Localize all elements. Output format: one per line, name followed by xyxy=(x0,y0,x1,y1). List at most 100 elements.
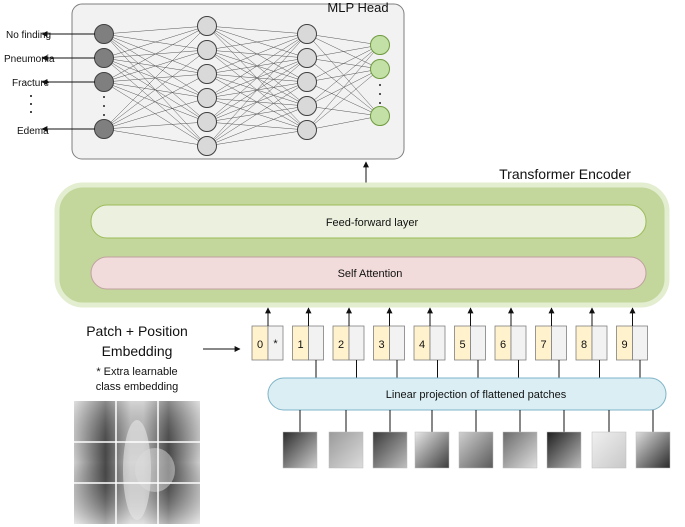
output-neuron xyxy=(94,24,114,44)
ellipsis-dot xyxy=(379,93,381,95)
token-9: 9 xyxy=(616,307,648,378)
patch-embedding xyxy=(429,325,446,361)
patch-embedding xyxy=(348,325,365,361)
mlp-connection xyxy=(103,25,208,59)
token-sequence: 0* 1 2 3 4 5 6 7 8 9 xyxy=(251,307,648,378)
projection-label: Linear projection of flattened patches xyxy=(386,389,567,401)
token-8: 8 xyxy=(575,307,608,378)
mlp-connection xyxy=(306,81,381,117)
mlp-connection xyxy=(206,33,308,99)
output-neuron xyxy=(94,119,114,139)
mlp-connection xyxy=(103,73,208,83)
mlp-connection xyxy=(206,33,308,75)
mlp-connection xyxy=(103,81,208,147)
hidden-neuron xyxy=(197,40,217,60)
mlp-connection xyxy=(103,25,208,83)
position-index: 8 xyxy=(581,339,587,351)
encoder-title: Transformer Encoder xyxy=(499,166,631,182)
hidden-neuron xyxy=(197,112,217,132)
mlp-connection xyxy=(103,25,208,130)
transformer-encoder: Transformer Encoder Feed-forward layer S… xyxy=(54,166,670,308)
ellipsis-dot xyxy=(103,96,105,98)
hidden-neuron xyxy=(297,72,317,92)
feed-forward-layer xyxy=(90,204,647,239)
output-label-no-finding: No finding xyxy=(6,30,51,41)
mlp-head-panel xyxy=(71,3,405,160)
mlp-connection xyxy=(206,81,308,147)
embedding-title-line1: Patch + Position xyxy=(86,323,188,339)
xray-patch-grid xyxy=(74,401,200,524)
ellipsis-dot xyxy=(103,114,105,116)
position-index: 1 xyxy=(297,339,303,351)
hidden-neuron xyxy=(297,24,317,44)
linear-projection: Linear projection of flattened patches xyxy=(267,377,667,411)
mlp-connection xyxy=(306,33,381,46)
mlp-connection xyxy=(206,25,308,35)
image-patch xyxy=(458,431,494,469)
mlp-connection xyxy=(103,49,208,130)
token-5: 5 xyxy=(454,307,486,378)
mlp-connections xyxy=(103,25,381,147)
image-patch xyxy=(502,431,538,469)
position-index: 3 xyxy=(378,339,384,351)
embedding-note-line2: class embedding xyxy=(96,381,179,393)
image-patch xyxy=(372,431,408,469)
hidden-neuron xyxy=(197,64,217,84)
class-token xyxy=(267,325,284,361)
xray-heart xyxy=(135,448,175,492)
mlp-ellipsis xyxy=(103,84,381,116)
mlp-head-title: MLP Head xyxy=(327,0,388,15)
mlp-connection xyxy=(103,49,208,83)
flattened-patches xyxy=(282,431,671,469)
patch-embedding xyxy=(389,325,405,361)
mlp-connection xyxy=(103,121,208,130)
hidden-neuron xyxy=(297,96,317,116)
hidden-neuron xyxy=(197,136,217,156)
mlp-connection xyxy=(306,68,381,131)
position-index: 5 xyxy=(459,339,465,351)
output-label-edema: Edema xyxy=(17,126,49,137)
embedding-note-line1: * Extra learnable xyxy=(96,366,177,378)
mlp-connection xyxy=(103,97,208,130)
input-neuron xyxy=(370,35,390,55)
mlp-connection xyxy=(306,44,381,83)
token-6: 6 xyxy=(494,307,527,378)
mlp-connection xyxy=(103,128,208,147)
mlp-connection xyxy=(206,33,308,123)
hidden-neuron xyxy=(197,16,217,36)
mlp-connection xyxy=(206,57,308,147)
embedding-title-line2: Embedding xyxy=(102,343,173,359)
token-7: 7 xyxy=(535,307,567,378)
ellipsis-dot xyxy=(379,102,381,104)
mlp-connection xyxy=(306,33,381,117)
patch-to-projection-lines xyxy=(299,410,654,432)
mlp-connection xyxy=(306,44,381,107)
patch-embedding xyxy=(470,325,486,361)
mlp-connection xyxy=(206,105,308,147)
token-4: 4 xyxy=(413,307,446,378)
position-index: 2 xyxy=(338,339,344,351)
mlp-connection xyxy=(103,81,208,99)
input-neuron xyxy=(370,106,390,126)
mlp-connection xyxy=(103,81,208,123)
embedding-caption: Patch + Position Embedding * Extra learn… xyxy=(86,323,241,393)
patch-embedding xyxy=(510,325,527,361)
output-neuron xyxy=(94,72,114,92)
ellipsis-dot xyxy=(379,84,381,86)
mlp-connection xyxy=(306,105,381,117)
mlp-outputs: No finding Pneumonia Fracture Edema xyxy=(4,30,95,137)
class-token-symbol: * xyxy=(273,338,278,350)
output-label-fracture: Fracture xyxy=(12,78,50,89)
ellipsis-dot xyxy=(103,105,105,107)
token-0: 0* xyxy=(251,307,284,361)
mlp-connection xyxy=(306,44,381,59)
mlp-neurons xyxy=(94,16,390,156)
self-attention-layer xyxy=(90,256,647,290)
position-index: 6 xyxy=(500,339,506,351)
mlp-head: MLP Head xyxy=(71,0,405,160)
output-label-pneumonia: Pneumonia xyxy=(4,54,55,65)
mlp-connection xyxy=(306,115,381,131)
projection-block xyxy=(267,377,667,411)
output-ellipsis xyxy=(30,95,32,113)
